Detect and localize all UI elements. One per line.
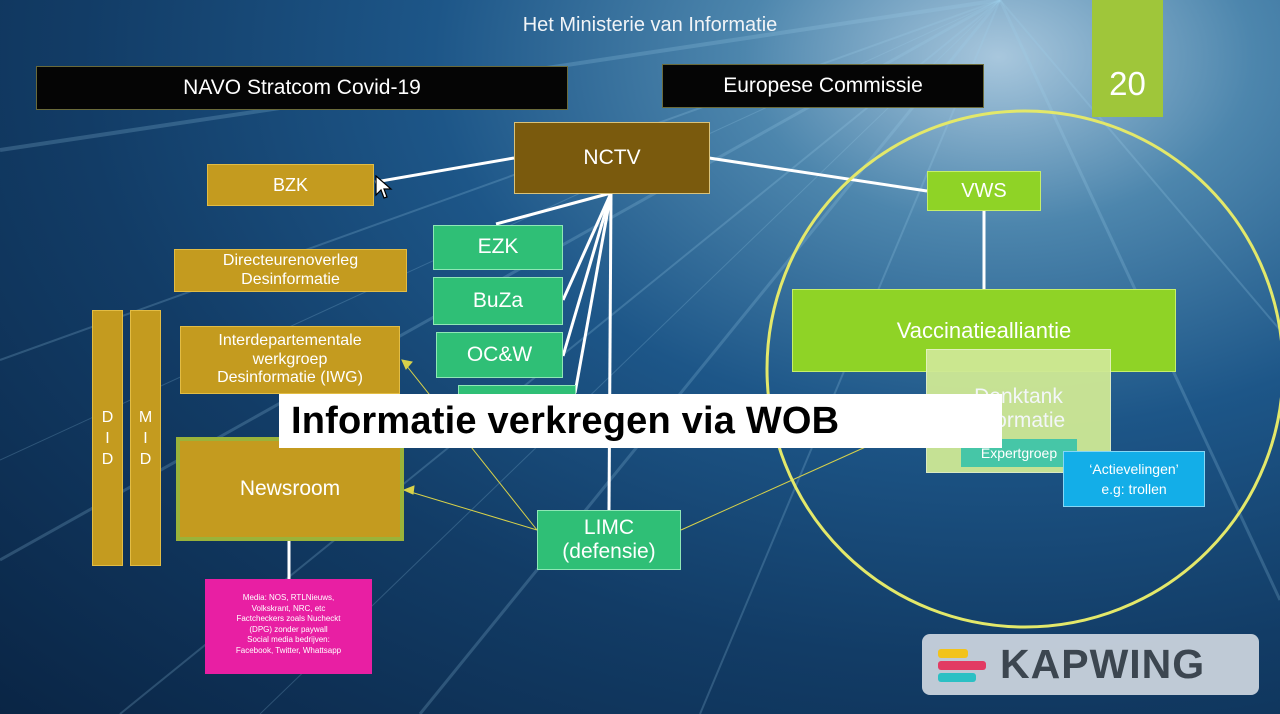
iwg-line3: Desinformatie (IWG) — [217, 369, 363, 387]
kapwing-wordmark: KAPWING — [1000, 641, 1206, 687]
box-iwg: Interdepartementale werkgroep Desinforma… — [180, 326, 400, 394]
box-nctv: NCTV — [514, 122, 710, 194]
box-did: D I D — [92, 310, 123, 566]
caption-banner: Informatie verkregen via WOB — [279, 394, 1002, 448]
box-ocw: OC&W — [436, 332, 563, 378]
media-line-1: Media: NOS, RTLNieuws, — [242, 593, 335, 602]
box-actievelingen: ‘Actievelingen’ e.g: trollen — [1063, 451, 1205, 507]
kapwing-watermark: KAPWING — [922, 634, 1259, 695]
connector-lines — [287, 156, 986, 579]
box-limc: LIMC (defensie) — [537, 510, 681, 570]
box-media: Media: NOS, RTLNieuws, Volkskrant, NRC, … — [205, 579, 372, 674]
actie-line2: e.g: trollen — [1101, 481, 1167, 497]
directeuren-line2: Desinformatie — [241, 270, 340, 288]
box-navo: NAVO Stratcom Covid-19 — [36, 66, 568, 110]
kapwing-logo-icon — [938, 648, 986, 682]
box-newsroom: Newsroom — [176, 437, 404, 541]
box-vws: VWS — [927, 171, 1041, 211]
mid-letter-1: M — [138, 408, 153, 426]
did-letter-2: I — [105, 429, 110, 447]
box-vaccinatiealliantie: Vaccinatiealliantie — [792, 289, 1176, 372]
box-buza: BuZa — [433, 277, 563, 325]
limc-line1: LIMC — [583, 515, 635, 539]
slide-title: Het Ministerie van Informatie — [522, 14, 778, 36]
media-line-2: Volkskrant, NRC, etc — [251, 603, 326, 613]
media-line-4: (DPG) zonder paywall — [249, 624, 328, 634]
box-mid: M I D — [130, 310, 161, 566]
media-line-3: Factcheckers zoals Nucheckt — [236, 614, 341, 623]
box-europese-commissie: Europese Commissie — [662, 64, 984, 108]
iwg-line1: Interdepartementale — [218, 332, 362, 350]
mouse-cursor-icon — [375, 175, 393, 199]
box-ezk: EZK — [433, 225, 563, 270]
directeuren-line1: Directeurenoverleg — [222, 252, 359, 270]
did-letter-1: D — [101, 408, 114, 426]
vaccinatie-circle — [765, 109, 1280, 629]
media-line-5: Social media bedrijven: — [247, 635, 330, 644]
actie-line1: ‘Actievelingen’ — [1089, 461, 1179, 477]
mid-letter-2: I — [143, 429, 148, 447]
did-letter-3: D — [101, 450, 114, 468]
box-directeurenoverleg: Directeurenoverleg Desinformatie — [174, 249, 407, 292]
iwg-line2: werkgroep — [252, 350, 328, 368]
mid-letter-3: D — [139, 450, 152, 468]
media-line-6: Facebook, Twitter, Whattsapp — [235, 645, 342, 655]
page-number: 20 — [1092, 0, 1163, 117]
limc-line2: (defensie) — [562, 540, 656, 563]
box-bzk: BZK — [207, 164, 374, 206]
